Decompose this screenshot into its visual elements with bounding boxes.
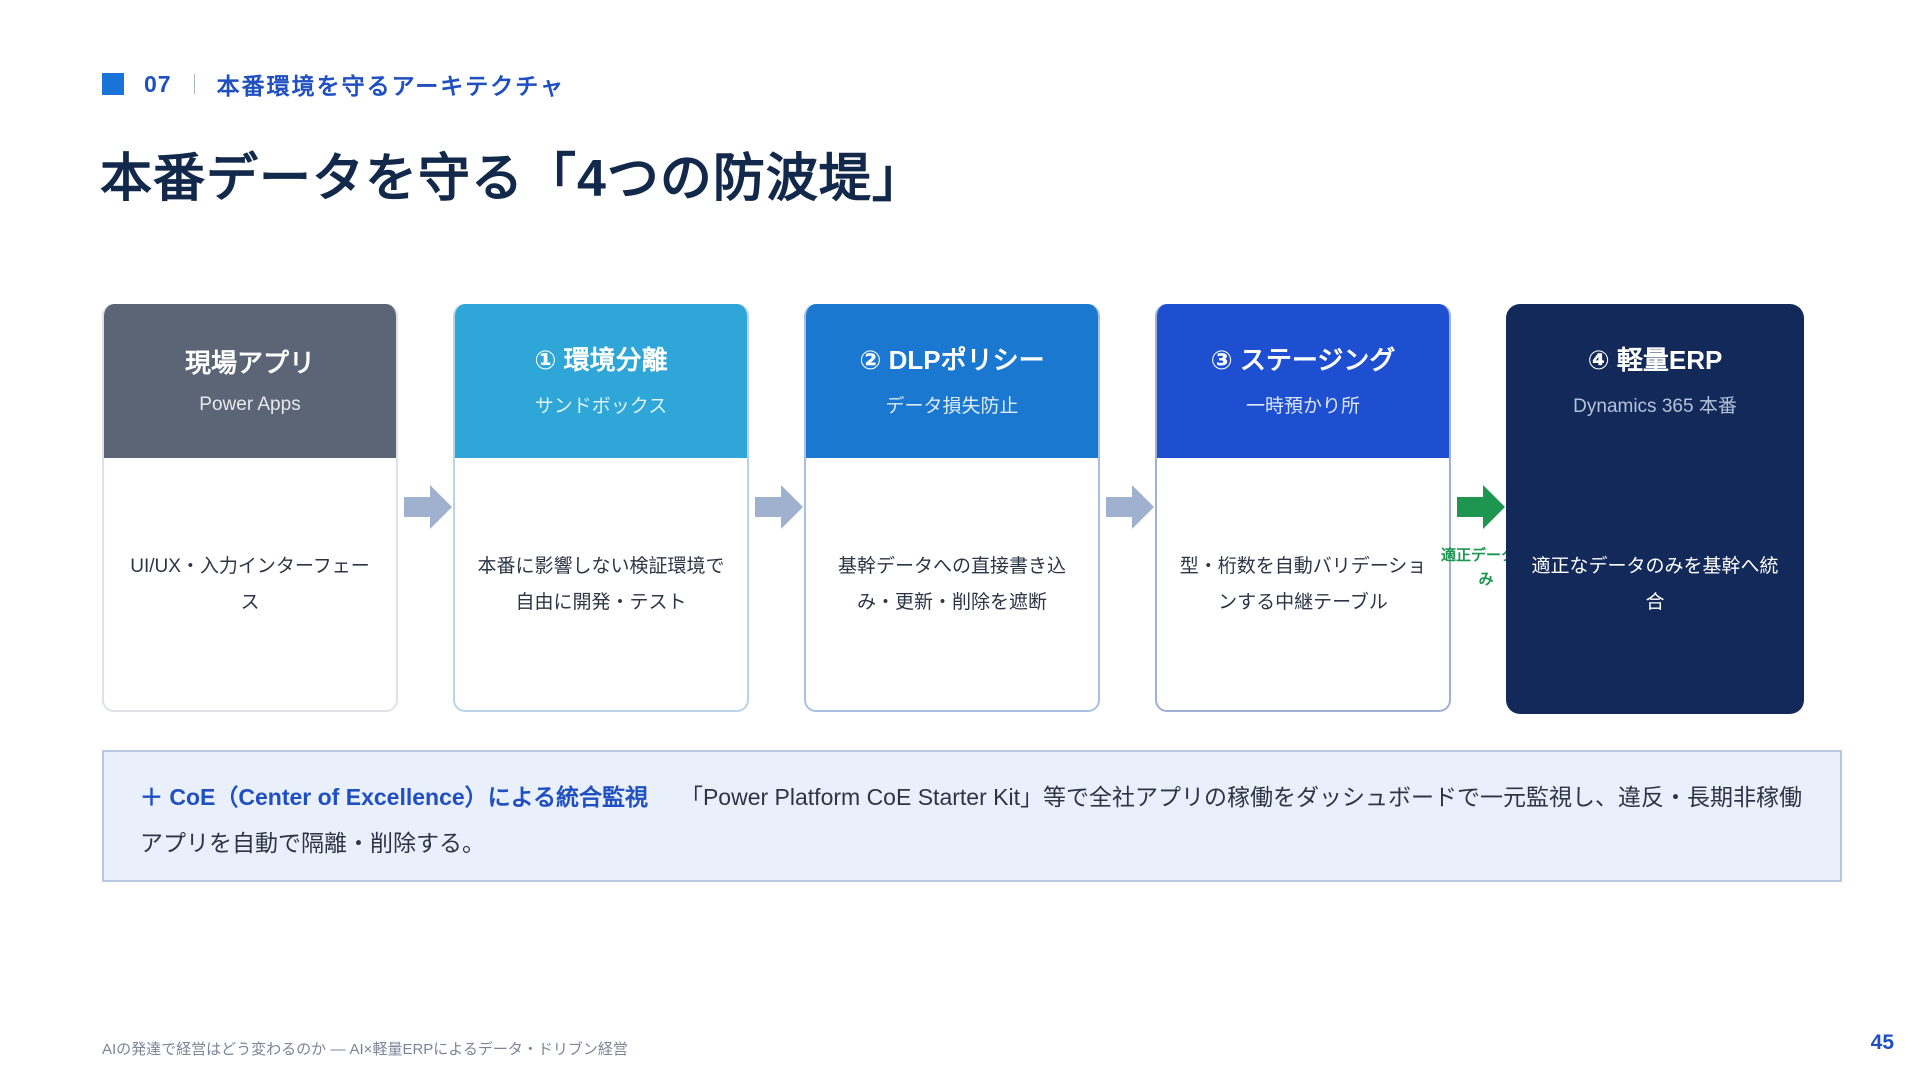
arrow-right-icon	[755, 485, 803, 529]
architecture-flow: 現場アプリ Power Apps UI/UX・入力インターフェース ① 環境分離…	[102, 304, 1804, 714]
card-description: 型・桁数を自動バリデーションする中継テーブル	[1179, 556, 1427, 613]
card-description: 適正なデータのみを基幹へ統合	[1531, 556, 1779, 613]
card-subtitle: サンドボックス	[534, 396, 668, 417]
section-divider	[193, 74, 195, 94]
card-header: ① 環境分離 サンドボックス	[455, 304, 747, 458]
section-header: 07 本番環境を守るアーキテクチャ	[102, 68, 565, 100]
card-header: ④ 軽量ERP Dynamics 365 本番	[1506, 304, 1804, 458]
coe-label: ＋ CoE（Center of Excellence）による統合監視	[140, 784, 648, 810]
flow-card-staging: ③ ステージング 一時預かり所 型・桁数を自動バリデーションする中継テーブル	[1155, 304, 1451, 712]
arrow-right-green-icon	[1457, 485, 1505, 529]
card-title: ④ 軽量ERP	[1587, 345, 1723, 375]
flow-card-field-app: 現場アプリ Power Apps UI/UX・入力インターフェース	[102, 304, 398, 712]
card-body: UI/UX・入力インターフェース	[104, 458, 396, 710]
card-header: 現場アプリ Power Apps	[104, 304, 396, 458]
coe-callout: ＋ CoE（Center of Excellence）による統合監視「Power…	[102, 750, 1842, 882]
card-description: 本番に影響しない検証環境で自由に開発・テスト	[477, 556, 725, 613]
card-body: 本番に影響しない検証環境で自由に開発・テスト	[455, 458, 747, 710]
card-body: 基幹データへの直接書き込み・更新・削除を遮断	[806, 458, 1098, 710]
arrow-right-icon	[404, 485, 452, 529]
arrow-right-icon	[1106, 485, 1154, 529]
flow-card-light-erp: ④ 軽量ERP Dynamics 365 本番 適正なデータのみを基幹へ統合	[1506, 304, 1804, 714]
card-subtitle: 一時預かり所	[1245, 396, 1360, 417]
coe-text: 「Power Platform CoE Starter Kit」等で全社アプリの…	[140, 784, 1802, 856]
flow-card-dlp-policy: ② DLPポリシー データ損失防止 基幹データへの直接書き込み・更新・削除を遮断	[804, 304, 1100, 712]
card-body: 適正なデータのみを基幹へ統合	[1506, 458, 1804, 712]
card-subtitle: Dynamics 365 本番	[1573, 396, 1737, 417]
card-title: ① 環境分離	[534, 345, 668, 375]
page-number: 45	[1870, 1031, 1894, 1054]
card-title: ③ ステージング	[1210, 345, 1396, 375]
section-title: 本番環境を守るアーキテクチャ	[216, 73, 565, 99]
card-title: 現場アプリ	[184, 347, 315, 378]
card-body: 型・桁数を自動バリデーションする中継テーブル	[1157, 458, 1449, 710]
card-header: ② DLPポリシー データ損失防止	[806, 304, 1098, 458]
card-subtitle: Power Apps	[199, 393, 301, 415]
square-icon	[102, 73, 124, 95]
flow-card-environment-separation: ① 環境分離 サンドボックス 本番に影響しない検証環境で自由に開発・テスト	[453, 304, 749, 712]
footer-text: AIの発達で経営はどう変わるのか ― AI×軽量ERPによるデータ・ドリブン経営	[102, 1041, 628, 1058]
section-number: 07	[144, 70, 172, 97]
card-header: ③ ステージング 一時預かり所	[1157, 304, 1449, 458]
page-title: 本番データを守る「4つの防波堤」	[100, 150, 925, 208]
card-description: UI/UX・入力インターフェース	[130, 556, 370, 613]
card-description: 基幹データへの直接書き込み・更新・削除を遮断	[837, 556, 1066, 613]
card-subtitle: データ損失防止	[885, 396, 1019, 417]
card-title: ② DLPポリシー	[859, 345, 1045, 375]
